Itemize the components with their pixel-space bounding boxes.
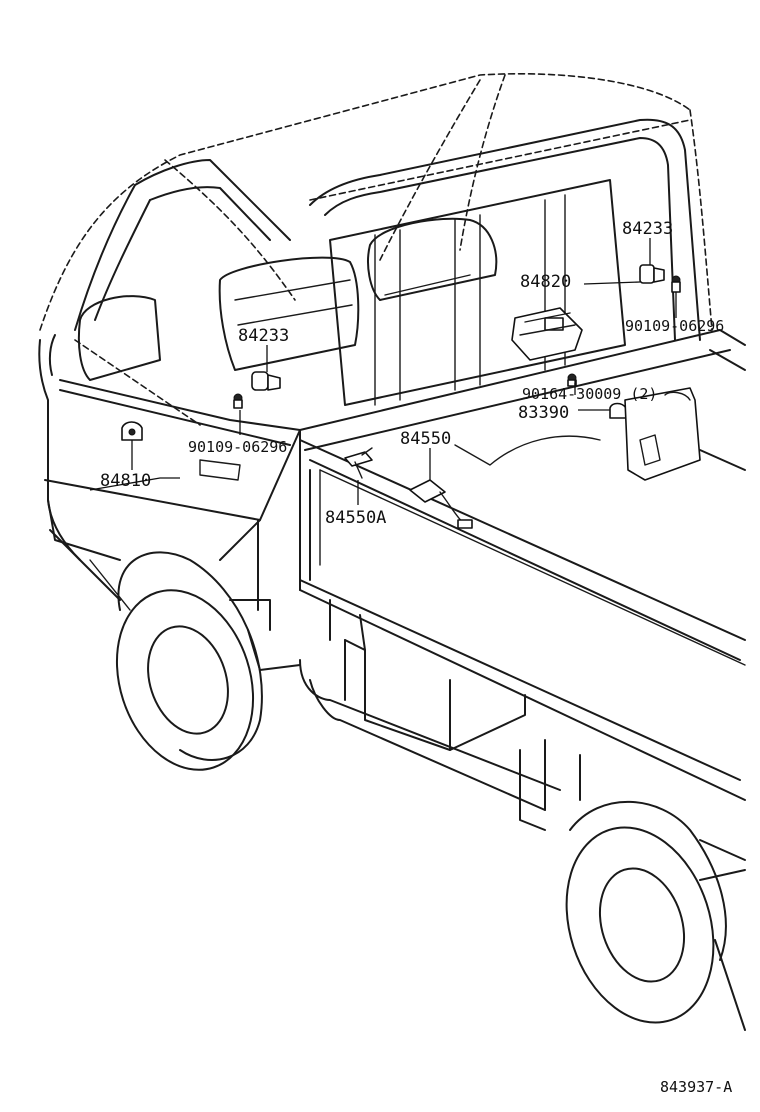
part-labels: 84233 84820 90109-06296 84233 90164-3000… bbox=[100, 219, 732, 1096]
label-90109-06296-right: 90109-06296 bbox=[625, 317, 724, 335]
label-90164-30009: 90164-30009 (2) bbox=[522, 385, 657, 403]
wiring-84550 bbox=[409, 479, 473, 529]
truck-illustration bbox=[38, 73, 746, 1031]
label-84233-left: 84233 bbox=[238, 326, 289, 346]
leader-lines bbox=[89, 238, 677, 505]
front-wheel bbox=[89, 551, 301, 771]
clip-84550A bbox=[344, 447, 373, 479]
label-84550A: 84550A bbox=[325, 508, 386, 528]
label-83390: 83390 bbox=[518, 403, 569, 423]
label-84233-right: 84233 bbox=[622, 219, 673, 239]
rear-wheel bbox=[565, 800, 746, 1031]
switch-panel-84820 bbox=[511, 307, 583, 387]
switch-84233-left bbox=[233, 371, 281, 409]
label-84550: 84550 bbox=[400, 429, 451, 449]
sensor-83390 bbox=[609, 387, 701, 481]
button-84810 bbox=[121, 421, 143, 441]
label-84820: 84820 bbox=[520, 272, 571, 292]
figure-code: 843937-A bbox=[660, 1078, 732, 1096]
switch-84233-right bbox=[639, 264, 681, 293]
label-90109-06296-left: 90109-06296 bbox=[188, 438, 287, 456]
label-84810: 84810 bbox=[100, 471, 151, 491]
parts bbox=[121, 264, 701, 529]
